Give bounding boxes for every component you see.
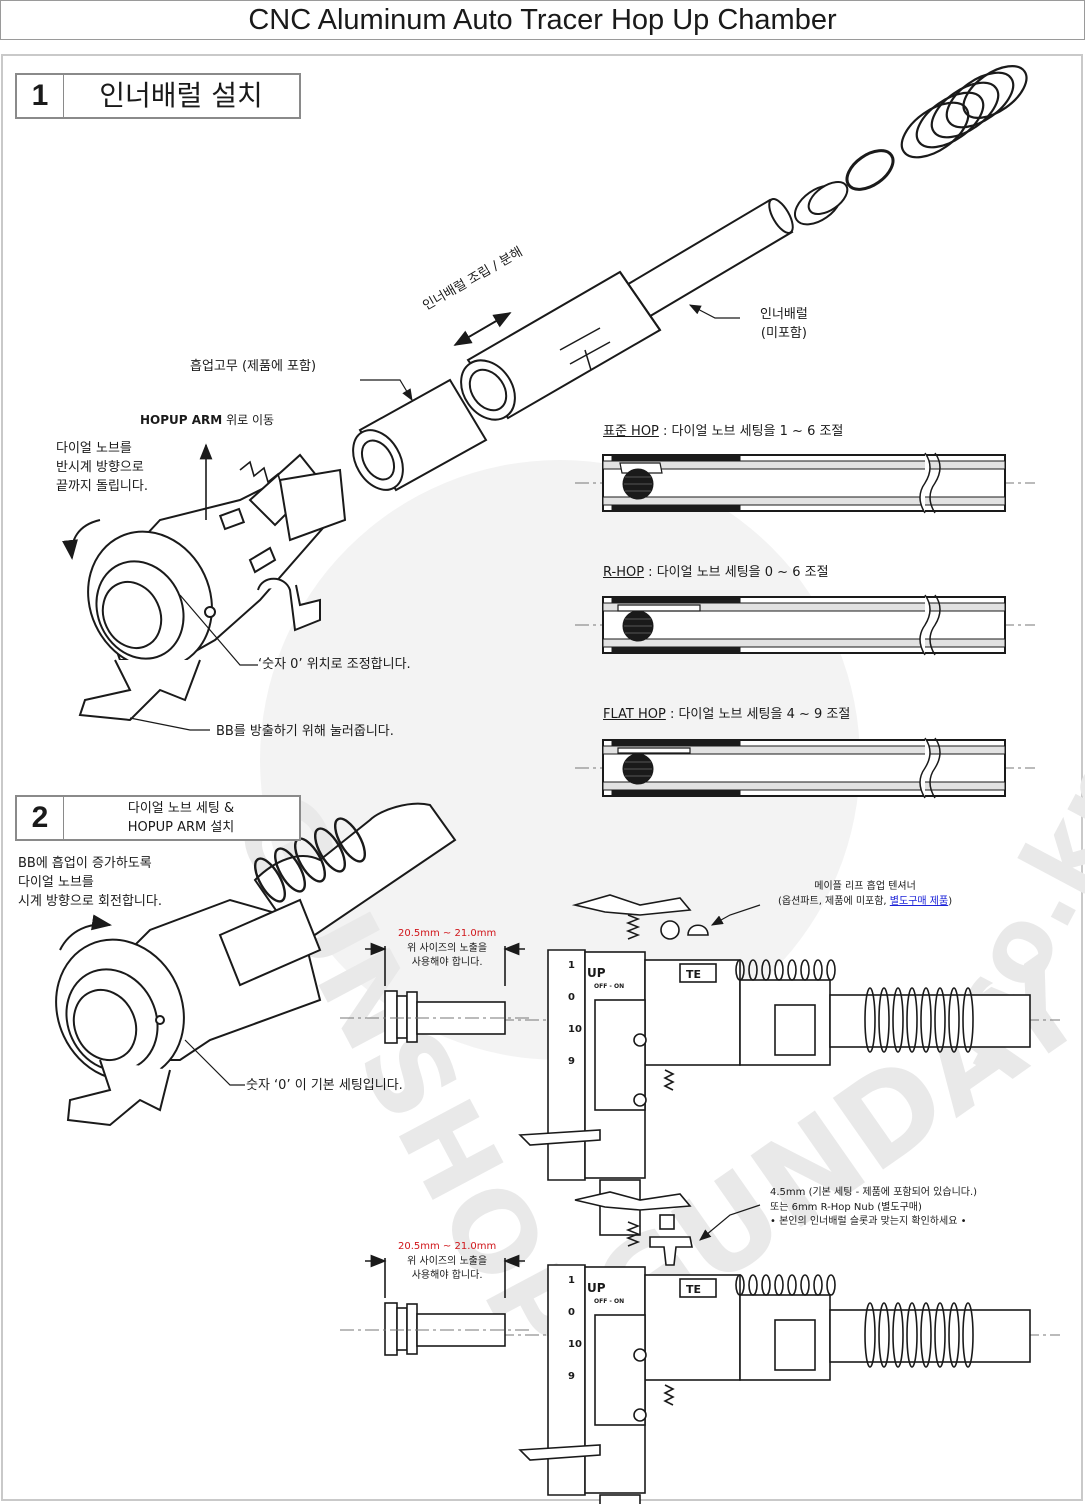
- hop-type-standard: 표준 HOP : 다이얼 노브 세팅을 1 ~ 6 조절: [603, 423, 843, 442]
- hopup-chamber-step1: [78, 453, 347, 722]
- hop-type-rhop-after: 조절: [800, 565, 829, 580]
- hop-type-flat-desc: : 다이얼 노브 세팅을: [665, 707, 787, 722]
- tensioner-label: 메이플 리프 흡업 텐셔너 (옵션파트, 제품에 미포함, 별도구매 제품): [778, 880, 952, 909]
- hop-type-rhop: R-HOP : 다이얼 노브 세팅을 0 ~ 6 조절: [603, 564, 829, 583]
- dial-mark-0: 1: [568, 1275, 575, 1286]
- arm-up-label-bold: HOPUP ARM: [140, 413, 223, 427]
- zero-position-label: ‘숫자 0’ 위치로 조정합니다.: [258, 657, 411, 672]
- dial-cw-line3: 시계 방향으로 회전합니다.: [18, 893, 162, 909]
- nub-line2: 또는 6mm R-Hop Nub (별도구매): [770, 1201, 922, 1213]
- exposure-size-lower: 20.5mm ~ 21.0mm: [398, 1241, 497, 1252]
- tensioner-note: (옵션파트, 제품에 미포함, 별도구매 제품): [778, 895, 952, 910]
- hop-type-flat-after: 조절: [822, 707, 851, 722]
- step2-box: 2 다이얼 노브 세팅 & HOPUP ARM 설치: [15, 795, 301, 841]
- barrel-label: 인너배럴 (미포함): [760, 306, 808, 344]
- switch-sub: OFF - ON: [594, 1298, 624, 1305]
- dial-mark-2: 10: [568, 1024, 582, 1035]
- hop-type-rhop-desc: : 다이얼 노브 세팅을: [644, 565, 765, 580]
- logo-te: TE: [686, 968, 701, 981]
- dial-mark-1: 0: [568, 1307, 575, 1318]
- dial-mark-1: 0: [568, 992, 575, 1003]
- barrel-label-line2: (미포함): [760, 325, 807, 341]
- page-title: CNC Aluminum Auto Tracer Hop Up Chamber: [0, 0, 1085, 40]
- step2-label-line2: HOPUP ARM 설치: [127, 820, 235, 835]
- hop-type-flat: FLAT HOP : 다이얼 노브 세팅을 4 ~ 9 조절: [603, 706, 850, 725]
- arm-up-label: HOPUP ARM 위로 이동: [140, 412, 274, 429]
- hop-diagram-0: [575, 452, 1035, 514]
- exposure-gauge-lower: [340, 1254, 530, 1356]
- dial-ccw-line3: 끝까지 돌립니다.: [56, 478, 148, 494]
- nub-line1: 4.5mm (기본 세팅 - 제품에 포함되어 있습니다.): [770, 1187, 978, 1198]
- nub-line3: • 본인의 인너배럴 슬롯과 맞는지 확인하세요 •: [770, 1216, 967, 1227]
- switch-label: UP: [587, 1281, 606, 1295]
- switch-label: UP: [587, 966, 606, 980]
- hop-nub: [574, 1191, 761, 1266]
- logo-te: TE: [686, 1283, 701, 1296]
- arm-up-label-rest: 위로 이동: [226, 413, 275, 427]
- exposure-upper-line2: 사용해야 합니다.: [411, 957, 483, 968]
- tensioner-purchase-link[interactable]: 별도구매 제품: [889, 895, 949, 907]
- exposure-label-lower: 20.5mm ~ 21.0mm 위 사이즈의 노출을 사용해야 합니다.: [398, 1240, 496, 1284]
- exposure-size-upper: 20.5mm ~ 21.0mm: [398, 928, 497, 939]
- dial-mark-3: 9: [568, 1371, 575, 1382]
- hop-type-standard-after: 조절: [815, 424, 844, 439]
- tensioner-title: 메이플 리프 흡업 텐셔너: [814, 881, 916, 892]
- hop-type-flat-name: FLAT HOP: [603, 707, 666, 722]
- dial-cw-line2: 다이얼 노브를: [18, 874, 94, 890]
- step2-number: 2: [17, 797, 64, 839]
- step1-exploded-view: [62, 65, 1028, 731]
- exposure-upper-line1: 위 사이즈의 노출을: [407, 942, 488, 954]
- hop-type-standard-range: 1 ~ 6: [779, 424, 816, 439]
- exposure-lower-line1: 위 사이즈의 노출을: [407, 1255, 488, 1267]
- nub-label: 4.5mm (기본 세팅 - 제품에 포함되어 있습니다.) 또는 6mm R-…: [770, 1186, 977, 1230]
- tensioner-note-open: (옵션파트, 제품에 미포함,: [778, 895, 890, 907]
- hop-type-standard-name: 표준 HOP: [603, 424, 659, 439]
- hop-up-rubber: [352, 378, 488, 492]
- rubber-label: 흡업고무 (제품에 포함): [190, 359, 317, 374]
- hopup-arm-piece: [257, 577, 321, 632]
- step1-label: 인너배럴 설치: [99, 79, 263, 112]
- dial-ccw-label: 다이얼 노브를 반시계 방향으로 끝까지 돌립니다.: [56, 440, 148, 497]
- hopup-chamber-step2: [55, 802, 457, 1127]
- dial-ccw-line1: 다이얼 노브를: [56, 441, 132, 456]
- step1-number: 1: [17, 75, 64, 117]
- switch-sub: OFF - ON: [594, 983, 624, 990]
- hop-type-rhop-name: R-HOP: [603, 565, 645, 580]
- exposure-gauge-upper: [340, 942, 530, 1044]
- hop-diagrams: [575, 452, 1035, 799]
- hop-diagram-1: [575, 594, 1035, 656]
- hop-type-flat-range: 4 ~ 9: [786, 707, 823, 722]
- dial-mark-2: 10: [568, 1339, 582, 1350]
- o-ring: [845, 149, 895, 191]
- default-setting-label: 숫자 ‘0’ 이 기본 세팅입니다.: [246, 1078, 403, 1093]
- tensioner-note-close: ): [948, 895, 953, 907]
- inner-barrel: [460, 198, 794, 421]
- dial-cw-label: BB에 흡업이 증가하도록 다이얼 노브를 시계 방향으로 회전합니다.: [18, 855, 162, 912]
- barrel-spacer: [794, 181, 849, 226]
- exposure-label-upper: 20.5mm ~ 21.0mm 위 사이즈의 노출을 사용해야 합니다.: [398, 927, 496, 971]
- step2-label-line1: 다이얼 노브 세팅 &: [127, 801, 235, 816]
- dial-ccw-line2: 반시계 방향으로: [56, 459, 144, 475]
- dial-cw-line1: BB에 흡업이 증가하도록: [18, 856, 152, 871]
- dial-mark-3: 9: [568, 1056, 575, 1067]
- step2-label: 다이얼 노브 세팅 & HOPUP ARM 설치: [63, 797, 299, 839]
- spring: [900, 65, 1028, 159]
- barrel-label-line1: 인너배럴: [760, 307, 808, 322]
- instruction-sheet: [1, 54, 1083, 1501]
- exposure-lower-line2: 사용해야 합니다.: [411, 1270, 483, 1281]
- hop-type-standard-desc: : 다이얼 노브 세팅을: [658, 424, 780, 439]
- hop-diagram-2: [575, 737, 1035, 799]
- bb-release-label: BB를 방출하기 위해 눌러줍니다.: [216, 724, 394, 739]
- step1-box: 1 인너배럴 설치: [15, 73, 301, 119]
- maple-leaf-tensioner: [571, 894, 761, 940]
- dial-mark-0: 1: [568, 960, 575, 971]
- hop-type-rhop-range: 0 ~ 6: [764, 565, 801, 580]
